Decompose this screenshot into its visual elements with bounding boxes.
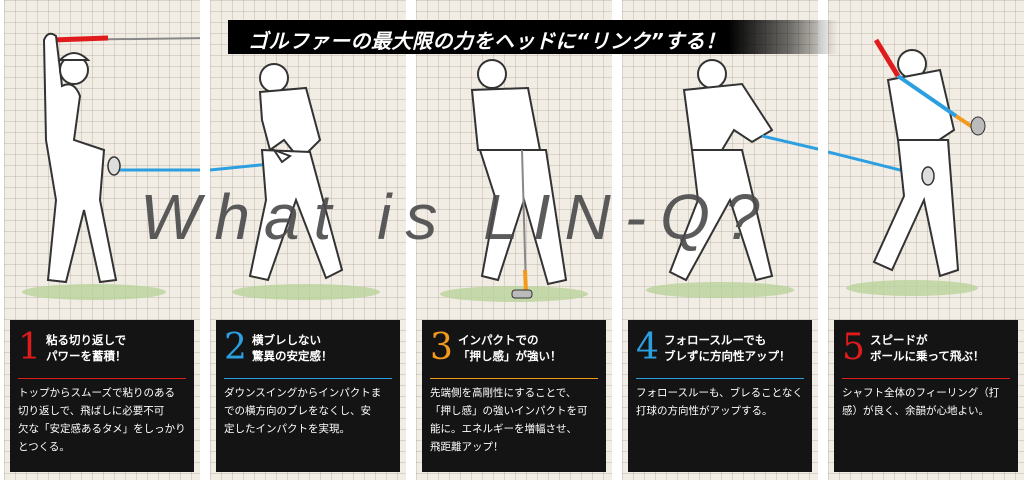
golfer-downswing-illustration — [210, 63, 380, 300]
feature-number: 5 — [842, 327, 865, 368]
feature-headline: フォロースルーでも ブレずに方向性アップ！ — [664, 332, 810, 364]
feature-body-line: 定したインパクトを実現。 — [224, 423, 350, 435]
feature-body-line: 能に。エネルギーを増幅させ、 — [430, 423, 577, 435]
golfer-impact-illustration — [440, 59, 588, 302]
panel-1: 1 粘る切り返しで パワーを蓄積！ トップからスムーズで粘りのある 切り返しで、… — [4, 0, 200, 480]
feature-body-line: 切り返しで、飛ばしに必要不可 — [18, 405, 165, 417]
card-divider — [224, 378, 392, 379]
feature-headline: 横ブレしない 驚異の安定感！ — [252, 332, 398, 364]
panel-3: 3 インパクトでの 「押し感」が強い！ 先端側を高剛性にすることで、 「押し感」… — [416, 0, 612, 480]
feature-headline: スピードが ボールに乗って飛ぶ！ — [870, 332, 1016, 364]
feature-headline-line: 粘る切り返しで — [46, 333, 127, 347]
card-divider — [842, 378, 1010, 379]
feature-body-line: 「押し感」の強いインパクトを可 — [430, 405, 588, 417]
feature-body-line: フォロースルーも、ブレることなく — [636, 387, 803, 399]
feature-headline: インパクトでの 「押し感」が強い！ — [458, 332, 604, 364]
card-divider — [636, 378, 804, 379]
feature-body: フォロースルーも、ブレることなく 打球の方向性がアップする。 — [636, 384, 806, 420]
headline-banner: ゴルファーの最大限の力をヘッドに“リンク”する！ — [228, 20, 838, 54]
feature-body: シャフト全体のフィーリング（打 感）が良く、余韻が心地よい。 — [842, 384, 1012, 420]
feature-number: 3 — [430, 327, 453, 368]
feature-headline-line: フォロースルーでも — [664, 333, 767, 347]
feature-body-line: 欠な「安定感あるタメ」をしっかり — [18, 423, 186, 435]
feature-headline-line: ボールに乗って飛ぶ！ — [870, 349, 985, 363]
feature-headline-line: 横ブレしない — [252, 333, 321, 347]
panel-4: 4 フォロースルーでも ブレずに方向性アップ！ フォロースルーも、ブレることなく… — [622, 0, 818, 480]
feature-headline-line: スピードが — [870, 333, 928, 347]
feature-number: 1 — [18, 327, 41, 368]
feature-body: ダウンスイングからインパクトま での横方向のブレをなくし、安 定したインパクトを… — [224, 384, 394, 438]
feature-body-line: ダウンスイングからインパクトま — [224, 387, 382, 399]
feature-body-line: トップからスムーズで粘りのある — [18, 387, 175, 399]
card-divider — [430, 378, 598, 379]
feature-body-line: 先端側を高剛性にすることで、 — [430, 387, 577, 399]
feature-body: 先端側を高剛性にすることで、 「押し感」の強いインパクトを可 能に。エネルギーを… — [430, 384, 600, 456]
golfer-finish-illustration — [828, 38, 986, 296]
feature-headline-line: 「押し感」が強い！ — [458, 349, 562, 363]
feature-number: 4 — [636, 327, 659, 368]
feature-body-line: とつくる。 — [18, 441, 70, 453]
feature-card-4: 4 フォロースルーでも ブレずに方向性アップ！ フォロースルーも、ブレることなく… — [628, 320, 812, 472]
golfer-top-illustration — [22, 32, 200, 300]
feature-body-line: シャフト全体のフィーリング（打 — [842, 387, 1000, 399]
feature-body-line: 飛距離アップ！ — [430, 441, 504, 453]
feature-card-1: 1 粘る切り返しで パワーを蓄積！ トップからスムーズで粘りのある 切り返しで、… — [10, 320, 194, 472]
feature-body: トップからスムーズで粘りのある 切り返しで、飛ばしに必要不可 欠な「安定感あるタ… — [18, 384, 188, 456]
feature-headline-line: インパクトでの — [458, 333, 539, 347]
feature-card-2: 2 横ブレしない 驚異の安定感！ ダウンスイングからインパクトま での横方向のブ… — [216, 320, 400, 472]
golfer-follow-through-illustration — [646, 59, 818, 298]
feature-body-line: 打球の方向性がアップする。 — [636, 405, 773, 417]
feature-body-line: 感）が良く、余韻が心地よい。 — [842, 405, 989, 417]
watermark-title: What is LIN-Q? — [140, 181, 774, 253]
feature-number: 2 — [224, 327, 247, 368]
panel-5: 5 スピードが ボールに乗って飛ぶ！ シャフト全体のフィーリング（打 感）が良く… — [828, 0, 1024, 480]
card-divider — [18, 378, 186, 379]
feature-headline-line: パワーを蓄積！ — [46, 349, 127, 363]
feature-card-5: 5 スピードが ボールに乗って飛ぶ！ シャフト全体のフィーリング（打 感）が良く… — [834, 320, 1018, 472]
feature-headline: 粘る切り返しで パワーを蓄積！ — [46, 332, 192, 364]
banner-text: ゴルファーの最大限の力をヘッドに“リンク”する！ — [248, 29, 726, 53]
feature-card-3: 3 インパクトでの 「押し感」が強い！ 先端側を高剛性にすることで、 「押し感」… — [422, 320, 606, 472]
banner-background — [228, 20, 838, 54]
feature-headline-line: ブレずに方向性アップ！ — [664, 349, 791, 363]
panel-2: 2 横ブレしない 驚異の安定感！ ダウンスイングからインパクトま での横方向のブ… — [210, 0, 406, 480]
feature-body-line: での横方向のブレをなくし、安 — [224, 405, 371, 417]
feature-headline-line: 驚異の安定感！ — [252, 349, 333, 363]
